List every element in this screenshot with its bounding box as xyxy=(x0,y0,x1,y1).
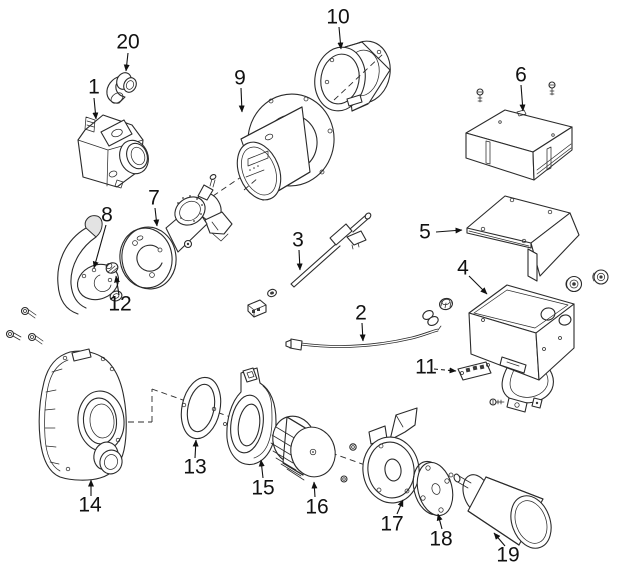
conduit-strap xyxy=(489,361,554,413)
callout-9-number: 9 xyxy=(234,67,246,90)
part-1-fuel-pump xyxy=(77,114,149,189)
callout-12-number: 12 xyxy=(108,293,131,316)
part-5-mounting-plate xyxy=(466,195,580,282)
callout-4-number: 4 xyxy=(457,257,469,280)
callout-13: 13 xyxy=(183,439,207,479)
part-12-coupling-nut xyxy=(105,262,119,274)
part-2-fuel-line xyxy=(285,325,442,351)
lock-nut xyxy=(439,297,453,311)
part-9-air-tube-flange xyxy=(236,93,335,201)
callout-18-number: 18 xyxy=(429,528,452,551)
callout-16-number: 16 xyxy=(305,496,328,519)
callout-12: 12 xyxy=(108,275,132,316)
part-11-terminal-strip xyxy=(457,361,492,381)
rubber-grommets xyxy=(565,269,609,293)
callout-19-number: 19 xyxy=(496,544,519,567)
part-10-mounting-collar xyxy=(314,40,391,112)
callout-2-number: 2 xyxy=(355,302,367,325)
callout-6-number: 6 xyxy=(515,64,527,87)
electrode-connector xyxy=(247,299,267,318)
screw-fasteners-bottom xyxy=(340,443,357,483)
callout-17: 17 xyxy=(380,499,404,536)
retention-head-holes xyxy=(177,195,203,222)
callout-13-number: 13 xyxy=(183,456,206,479)
part-7-nozzle-assembly xyxy=(119,172,248,290)
callout-11: 11 xyxy=(415,356,457,379)
callout-17-number: 17 xyxy=(380,513,403,536)
callout-1: 1 xyxy=(88,76,100,120)
callout-6: 6 xyxy=(515,64,527,112)
callout-7-number: 7 xyxy=(148,187,160,210)
callout-20: 20 xyxy=(116,31,140,72)
cover-screws xyxy=(476,81,556,103)
callout-9: 9 xyxy=(234,67,246,113)
callout-18: 18 xyxy=(429,513,453,551)
callout-10-number: 10 xyxy=(326,6,349,29)
callout-2: 2 xyxy=(355,302,367,342)
part-17-fan-housing-cover xyxy=(362,407,420,504)
callout-11-number: 11 xyxy=(415,356,437,379)
part-19-motor xyxy=(448,472,552,549)
callout-10: 10 xyxy=(326,6,350,50)
callout-16: 16 xyxy=(305,481,329,519)
callout-20-number: 20 xyxy=(116,31,139,54)
callout-1-number: 1 xyxy=(88,76,100,99)
callout-5-number: 5 xyxy=(419,221,431,244)
callout-8-number: 8 xyxy=(101,204,113,227)
part-13-gasket-ring xyxy=(180,376,222,440)
part-20-elbow-fitting xyxy=(106,72,137,104)
part-16-blower-wheel xyxy=(270,415,336,481)
callout-14-number: 14 xyxy=(78,494,102,517)
callout-3: 3 xyxy=(292,229,304,271)
part-3-igniter-electrode xyxy=(247,212,372,318)
sleeve-bushing xyxy=(422,310,439,326)
callout-15: 15 xyxy=(251,459,275,500)
part-6-control-cover xyxy=(465,81,573,181)
screw-set-left xyxy=(5,306,44,345)
callout-19: 19 xyxy=(493,532,520,567)
part-15-fan-scroll-housing xyxy=(223,367,277,466)
part-4-junction-box xyxy=(422,269,609,413)
callout-3-number: 3 xyxy=(292,229,304,252)
callout-4: 4 xyxy=(457,257,488,295)
callout-5: 5 xyxy=(419,221,463,244)
callout-14: 14 xyxy=(78,479,102,517)
callout-8: 8 xyxy=(92,204,113,269)
part-14-blower-housing xyxy=(38,348,127,481)
part-8-air-inlet-elbow xyxy=(57,215,123,315)
callout-15-number: 15 xyxy=(251,477,274,500)
callouts: 1 2 3 4 5 6 7 8 9 10 11 12 13 14 15 16 1… xyxy=(78,6,527,567)
callout-7: 7 xyxy=(148,187,160,227)
